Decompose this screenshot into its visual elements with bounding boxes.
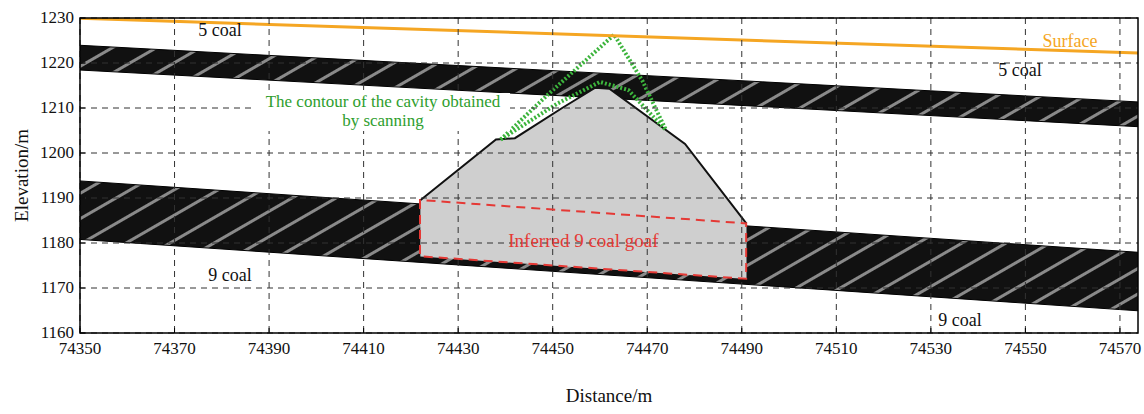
- axis-title: Elevation/m: [12, 129, 33, 222]
- tick-mark: [1025, 328, 1026, 333]
- tick-mark: [363, 328, 364, 333]
- tick-mark: [458, 328, 459, 333]
- tick-label: 74510: [815, 340, 858, 359]
- grid-line: [363, 18, 364, 333]
- grid-line: [80, 288, 1138, 289]
- seam-label: 5 coal: [998, 61, 1041, 81]
- tick-label: 74390: [248, 340, 291, 359]
- scan-contour: [501, 35, 666, 140]
- seam-label: 5 coal: [198, 21, 241, 41]
- tick-mark: [80, 198, 85, 199]
- tick-label: 74350: [59, 340, 102, 359]
- tick-label: 74430: [437, 340, 480, 359]
- tick-mark: [836, 328, 837, 333]
- tick-label: 74530: [910, 340, 953, 359]
- tick-mark: [80, 18, 85, 19]
- grid: [80, 18, 1138, 333]
- surface-line: [80, 18, 1138, 54]
- tick-label: 1170: [41, 279, 74, 298]
- grid-line: [930, 18, 931, 333]
- grid-line: [647, 18, 648, 333]
- tick-label: 74450: [531, 340, 574, 359]
- tick-mark: [930, 328, 931, 333]
- grid-line: [174, 18, 175, 333]
- tick-label: 1190: [41, 189, 74, 208]
- grid-line: [741, 18, 742, 333]
- axis-title: Distance/m: [566, 386, 653, 407]
- tick-mark: [80, 333, 85, 334]
- grid-line: [1119, 18, 1120, 333]
- grid-line: [80, 153, 1138, 154]
- coal-seam-9: [80, 178, 1138, 313]
- tick-label: 1200: [40, 144, 74, 163]
- grid-line: [80, 108, 1138, 109]
- tick-mark: [647, 328, 648, 333]
- contour-label: The contour of the cavity obtained by sc…: [256, 93, 510, 130]
- goaf-dashed-border: [420, 200, 746, 279]
- surface-label: Surface: [1043, 32, 1098, 52]
- grid-line: [269, 18, 270, 333]
- tick-mark: [80, 108, 85, 109]
- tick-mark: [174, 328, 175, 333]
- tick-label: 1180: [41, 234, 74, 253]
- grid-line: [458, 18, 459, 333]
- grid-line: [836, 18, 837, 333]
- grid-line: [80, 198, 1138, 199]
- scan-contour: [501, 82, 666, 140]
- tick-label: 74570: [1099, 340, 1142, 359]
- tick-label: 74370: [153, 340, 196, 359]
- goaf-region: Inferred 9 coal goaf: [420, 200, 746, 279]
- grid-line: [552, 18, 553, 333]
- tick-label: 74550: [1004, 340, 1047, 359]
- tick-mark: [80, 328, 81, 333]
- tick-label: 1220: [40, 54, 74, 73]
- tick-label: 74470: [626, 340, 669, 359]
- tick-mark: [269, 328, 270, 333]
- seam-label: 9 coal: [938, 311, 981, 331]
- tick-mark: [80, 288, 85, 289]
- tick-mark: [1119, 328, 1120, 333]
- tick-mark: [80, 63, 85, 64]
- region-label: Inferred 9 coal goaf: [508, 231, 658, 252]
- tick-label: 74410: [342, 340, 385, 359]
- tick-label: 74490: [721, 340, 764, 359]
- tick-mark: [80, 153, 85, 154]
- tick-mark: [741, 328, 742, 333]
- tick-mark: [552, 328, 553, 333]
- seam-label: 9 coal: [208, 266, 251, 286]
- tick-mark: [80, 243, 85, 244]
- grid-line: [80, 63, 1138, 64]
- tick-label: 1210: [40, 99, 74, 118]
- plot-frame: [80, 18, 1138, 333]
- tick-label: 1230: [40, 9, 74, 28]
